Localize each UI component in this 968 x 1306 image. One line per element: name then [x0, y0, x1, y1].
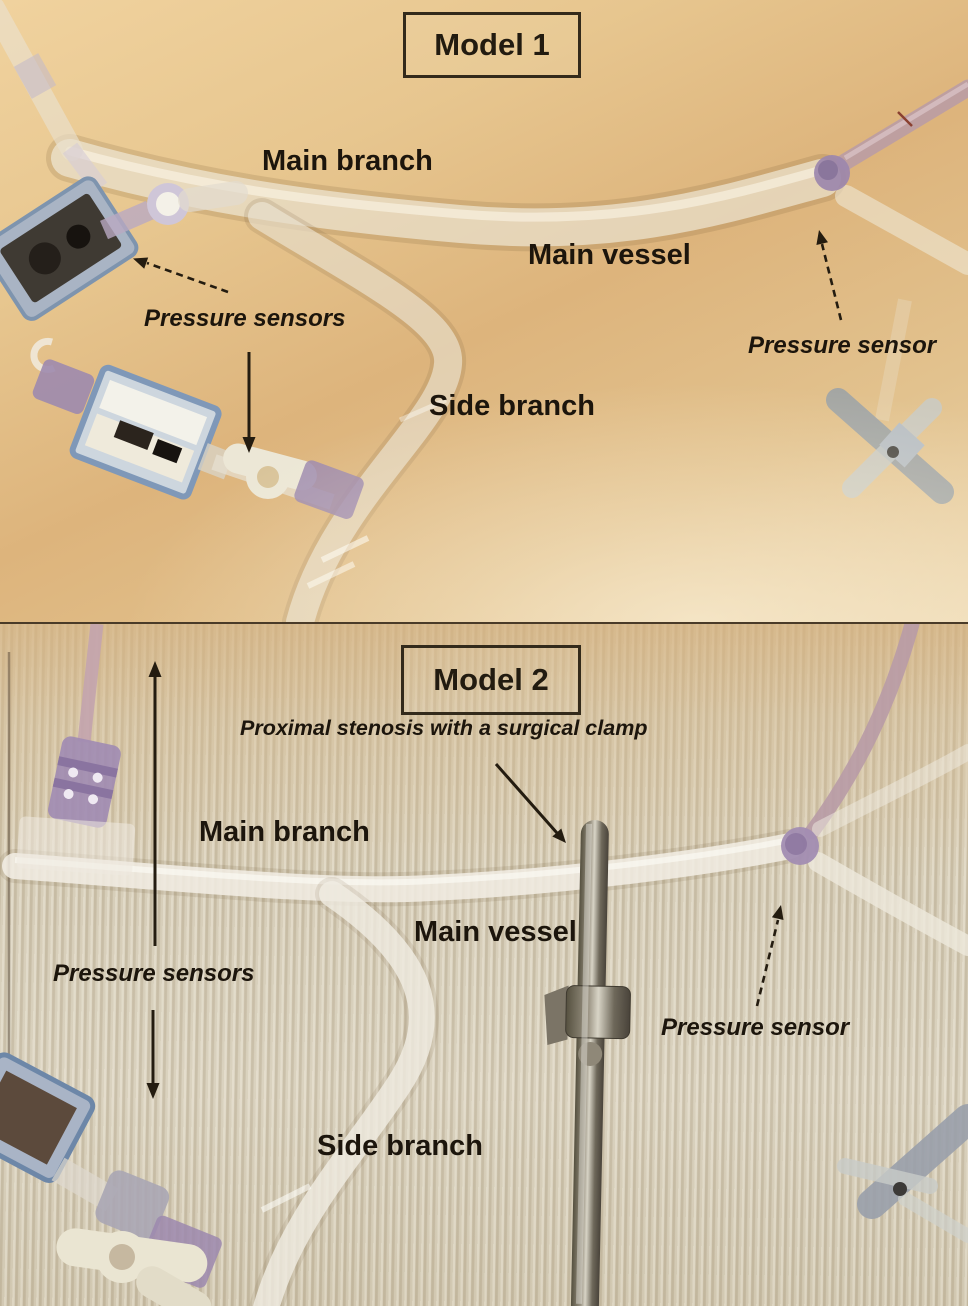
pressure-sensors-arrow-upleft	[133, 257, 229, 294]
label-pressure-sensor-2: Pressure sensor	[661, 1014, 850, 1041]
stopcock-bottom-right	[837, 1104, 968, 1243]
pressure-sensor-assembly-bottom-left	[0, 1052, 222, 1306]
pressure-sensors-arrow-down-2	[146, 1010, 160, 1099]
pressure-sensor-arrow-up-2	[755, 905, 784, 1007]
model2-photo-scene	[0, 624, 968, 1306]
vessel-junction-connector	[814, 79, 968, 275]
pressure-sensor-arrow-up	[816, 230, 843, 321]
model2-title: Model 2	[433, 662, 549, 697]
label-side-branch-1: Side branch	[429, 390, 595, 422]
vessel-junction-connector-2	[781, 624, 968, 956]
side-branch-tube-2	[249, 877, 439, 1306]
model1-title: Model 1	[434, 27, 550, 62]
photo-model-2: Model 2 Proximal stenosis with a surgica…	[0, 622, 968, 1306]
label-pressure-sensor-1: Pressure sensor	[748, 332, 937, 359]
photo-model-1: Model 1 Main branch Main vessel Pressure…	[0, 0, 968, 622]
label-main-branch-2: Main branch	[199, 816, 370, 848]
model1-title-box: Model 1	[403, 12, 581, 78]
label-pressure-sensors-1: Pressure sensors	[144, 305, 346, 332]
pressure-sensors-arrow-up-2	[148, 661, 162, 946]
stopcock-right	[826, 298, 954, 504]
label-pressure-sensors-2: Pressure sensors	[53, 960, 255, 987]
label-side-branch-2: Side branch	[317, 1130, 483, 1162]
model2-title-box: Model 2	[401, 645, 581, 715]
label-stenosis-2: Proximal stenosis with a surgical clamp	[240, 716, 648, 740]
luer-connector-top-left	[16, 624, 136, 876]
pressure-sensors-arrow-down	[242, 352, 256, 453]
label-main-branch-1: Main branch	[262, 145, 433, 177]
pressure-sensor-assembly-left-mid	[30, 337, 364, 519]
side-branch-tube	[244, 198, 467, 622]
surgical-clamp	[544, 819, 631, 1306]
main-vessel-tube-2	[0, 829, 807, 907]
stenosis-arrow	[494, 763, 566, 843]
label-main-vessel-1: Main vessel	[528, 239, 691, 271]
label-main-vessel-2: Main vessel	[414, 916, 577, 948]
